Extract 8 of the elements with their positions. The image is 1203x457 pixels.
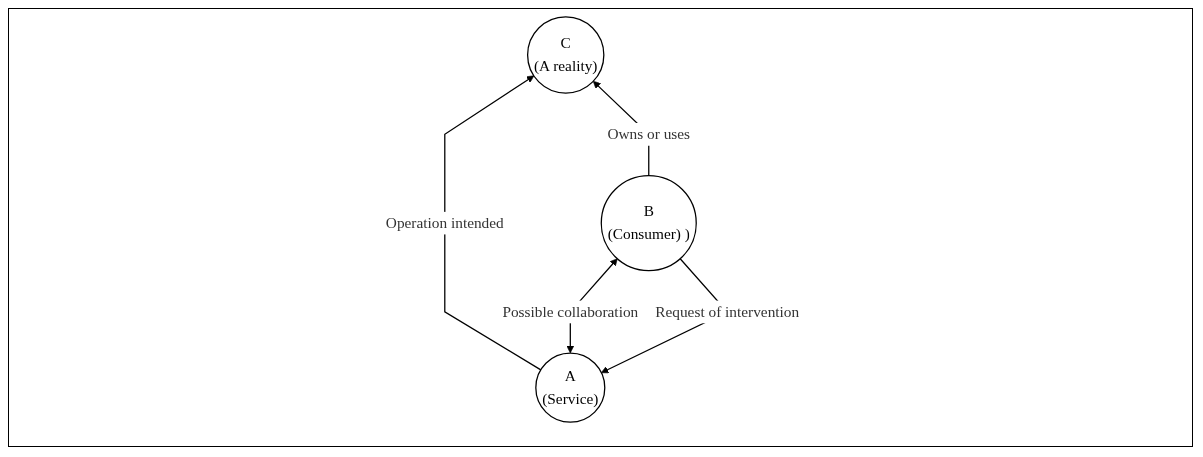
edge-label: Operation intended	[385, 214, 504, 232]
edge-label: Owns or uses	[607, 125, 691, 143]
edge-label: Possible collaboration	[502, 302, 639, 320]
node-circle: C (A reality)	[527, 16, 605, 94]
arrow	[444, 75, 542, 371]
node-circle: B (Consumer) )	[600, 175, 697, 272]
edge-label: Request of intervention	[655, 302, 800, 320]
node-circle: A (Service)	[535, 352, 606, 423]
